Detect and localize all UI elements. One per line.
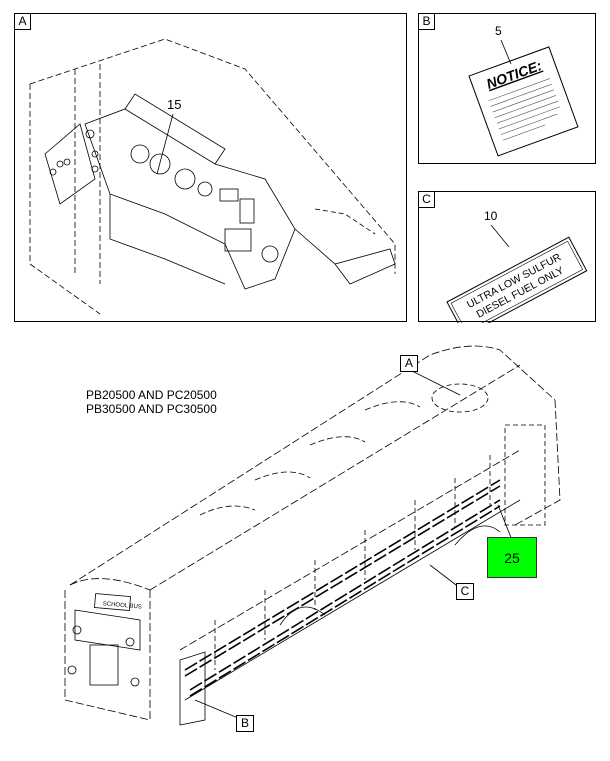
panel-c-callout: 10: [484, 209, 498, 223]
model-line-2: PB30500 AND PC30500: [86, 402, 217, 416]
bus-callout-b: B: [236, 715, 254, 732]
model-line-1: PB20500 AND PC20500: [86, 388, 217, 402]
hotspot-label: 25: [504, 549, 520, 566]
notice-title: NOTICE:: [484, 57, 544, 92]
panel-a-tag: A: [15, 14, 31, 30]
panel-c-tag: C: [419, 192, 435, 208]
notice-decal-drawing: 5 NOTICE:: [468, 24, 579, 157]
bus-callout-a: A: [400, 355, 418, 372]
panel-b-tag: B: [419, 14, 435, 30]
part-25-hotspot[interactable]: 25: [487, 537, 537, 578]
panel-b: B 5 NOTICE:: [418, 13, 596, 164]
bus-sign-text: SCHOOL BUS: [103, 601, 142, 610]
fuel-decal-drawing: 10 ULTRA LOW SULFUR DIESEL FUEL ONLY: [446, 209, 588, 323]
panel-c: C 10 ULTRA LOW SULFUR DIESEL FUEL ONLY: [418, 191, 596, 323]
panel-b-callout: 5: [495, 24, 502, 38]
dashboard-drawing: 15: [29, 38, 396, 315]
model-numbers: PB20500 AND PC20500 PB30500 AND PC30500: [86, 388, 217, 416]
bus-callout-c: C: [456, 583, 474, 600]
panel-a: A 15: [14, 13, 407, 322]
panel-a-callout: 15: [167, 97, 181, 112]
